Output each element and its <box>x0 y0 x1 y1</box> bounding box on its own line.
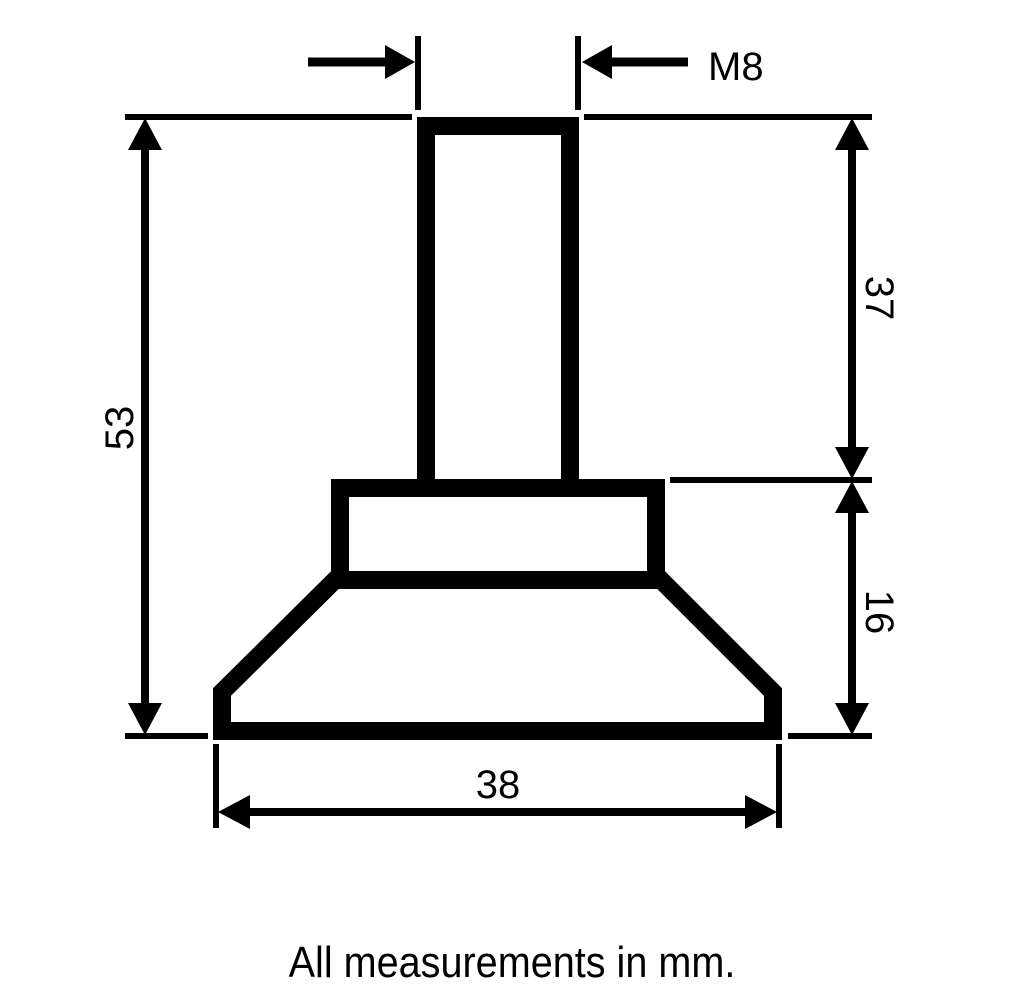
stem-height-dimension <box>835 118 869 479</box>
total-height-dimension <box>128 118 162 735</box>
hub-block <box>331 479 665 589</box>
units-caption: All measurements in mm. <box>288 938 736 987</box>
base-width-dimension <box>218 795 777 829</box>
conical-base <box>213 571 782 740</box>
arrow-down-icon <box>835 447 869 479</box>
arrow-up-icon <box>835 118 869 150</box>
arrow-left-icon <box>218 795 250 829</box>
thread-label: M8 <box>708 45 764 89</box>
threaded-stem <box>417 117 579 497</box>
base-height-label: 16 <box>857 590 901 635</box>
arrow-right-icon <box>385 45 415 79</box>
arrow-down-icon <box>128 703 162 735</box>
arrow-left-icon <box>582 45 612 79</box>
part-outline <box>213 117 782 740</box>
arrow-down-icon <box>835 703 869 735</box>
total-height-label: 53 <box>98 406 142 451</box>
thread-dimension <box>308 45 688 79</box>
arrow-up-icon <box>128 118 162 150</box>
stem-height-label: 37 <box>857 276 901 321</box>
arrow-up-icon <box>835 481 869 513</box>
arrow-right-icon <box>745 795 777 829</box>
extension-lines <box>125 36 872 828</box>
base-width-label: 38 <box>476 763 521 807</box>
base-height-dimension <box>835 481 869 735</box>
